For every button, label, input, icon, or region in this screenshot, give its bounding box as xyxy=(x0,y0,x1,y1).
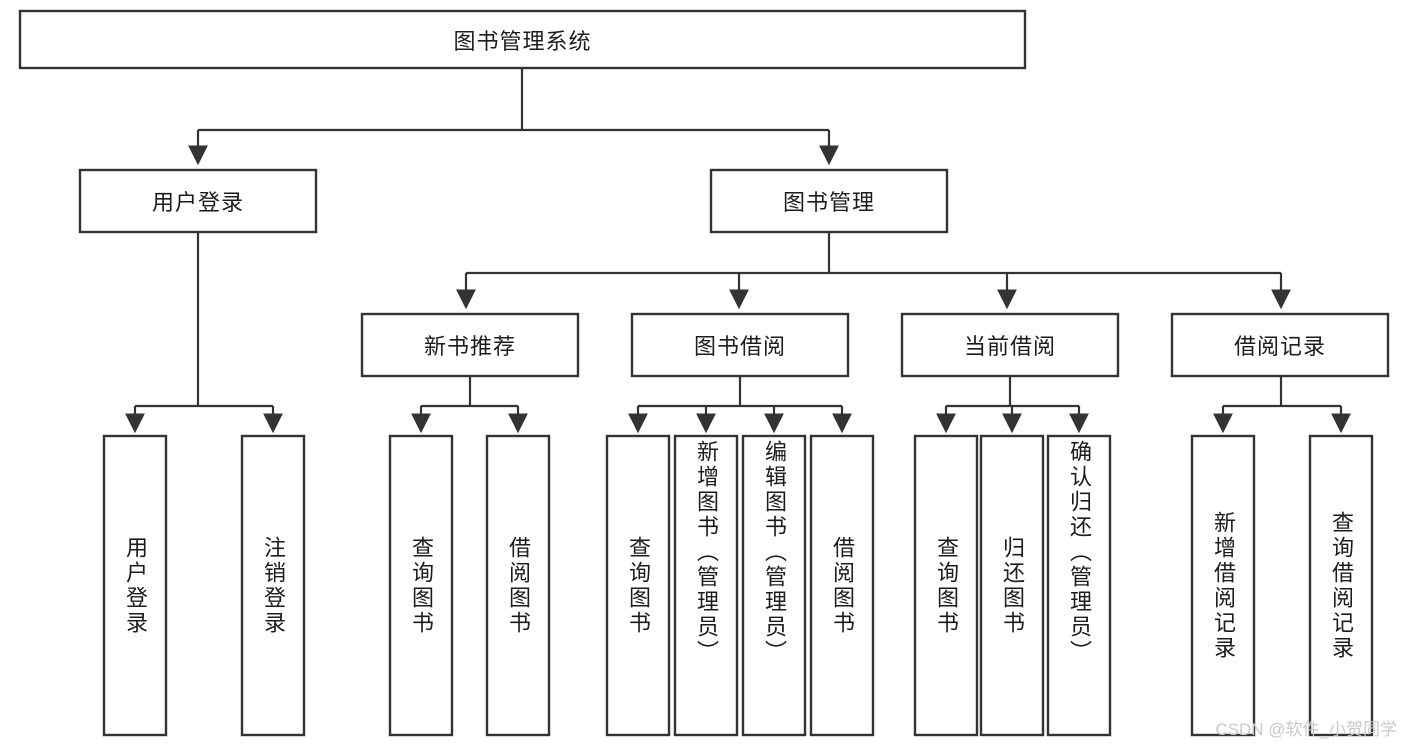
node-box-book-borrow[interactable] xyxy=(630,312,850,378)
node-box-book-manage[interactable] xyxy=(709,168,949,234)
node-box-new-book-rec[interactable] xyxy=(360,312,580,378)
node-box-leaf-confirm-return[interactable] xyxy=(1046,434,1112,737)
node-box-leaf-add-book[interactable] xyxy=(673,434,739,737)
connector-group-book-manage-to-level3 xyxy=(456,232,1291,310)
connector-group-root-to-level2 xyxy=(188,68,839,166)
node-box-user-login[interactable] xyxy=(78,168,318,234)
node-box-root[interactable] xyxy=(18,9,1027,70)
connector-group-current-borrow-to-leaves xyxy=(936,376,1089,434)
node-box-leaf-query-book-3[interactable] xyxy=(913,434,979,737)
node-box-borrow-record[interactable] xyxy=(1170,312,1390,378)
connector-group-user-login-to-leaves xyxy=(125,232,283,434)
node-box-leaf-query-record[interactable] xyxy=(1308,434,1374,737)
node-box-leaf-borrow-book-2[interactable] xyxy=(809,434,875,737)
connector-group-book-borrow-to-leaves xyxy=(628,376,852,434)
node-box-leaf-borrow-book-1[interactable] xyxy=(485,434,551,737)
node-box-leaf-add-record[interactable] xyxy=(1190,434,1256,737)
connector-group-borrow-record-to-leaves xyxy=(1213,376,1351,434)
node-box-leaf-logout[interactable] xyxy=(240,434,306,737)
node-box-leaf-edit-book[interactable] xyxy=(741,434,807,737)
node-box-leaf-user-login[interactable] xyxy=(102,434,168,737)
node-box-leaf-return-book[interactable] xyxy=(979,434,1045,737)
node-box-leaf-query-book-2[interactable] xyxy=(605,434,671,737)
connector-group-new-book-rec-to-leaves xyxy=(411,376,528,434)
node-box-current-borrow[interactable] xyxy=(900,312,1120,378)
node-box-leaf-query-book-1[interactable] xyxy=(388,434,454,737)
